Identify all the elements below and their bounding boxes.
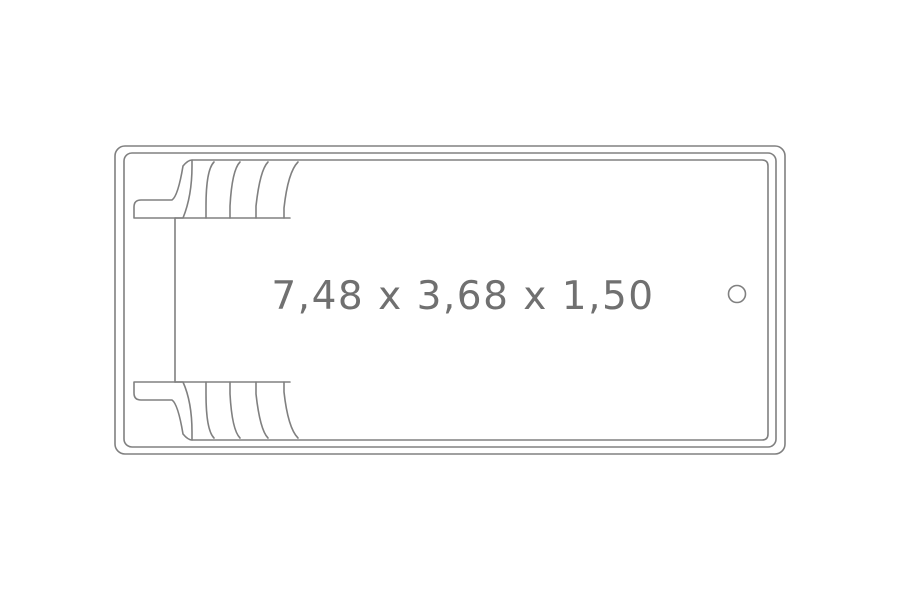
pool-basin-outline [174, 159, 769, 441]
bottom-step-riser-1 [205, 381, 215, 439]
bottom-step-riser-3 [255, 381, 269, 439]
bottom-step-ledge [133, 381, 193, 441]
top-step-riser-1 [205, 161, 215, 219]
top-step-riser-2 [229, 161, 241, 219]
pool-outer-rim [114, 145, 786, 455]
bottom-step-riser-4 [283, 381, 299, 439]
pool-outline-group [114, 145, 786, 455]
top-step-ledge [133, 159, 193, 219]
pool-inner-rim [123, 152, 777, 448]
drain-icon [727, 284, 747, 304]
pool-dimensions-label: 7,48 x 3,68 x 1,50 [271, 274, 654, 319]
bottom-step-riser-2 [229, 381, 241, 439]
top-step-riser-4 [283, 161, 299, 219]
top-step-riser-3 [255, 161, 269, 219]
